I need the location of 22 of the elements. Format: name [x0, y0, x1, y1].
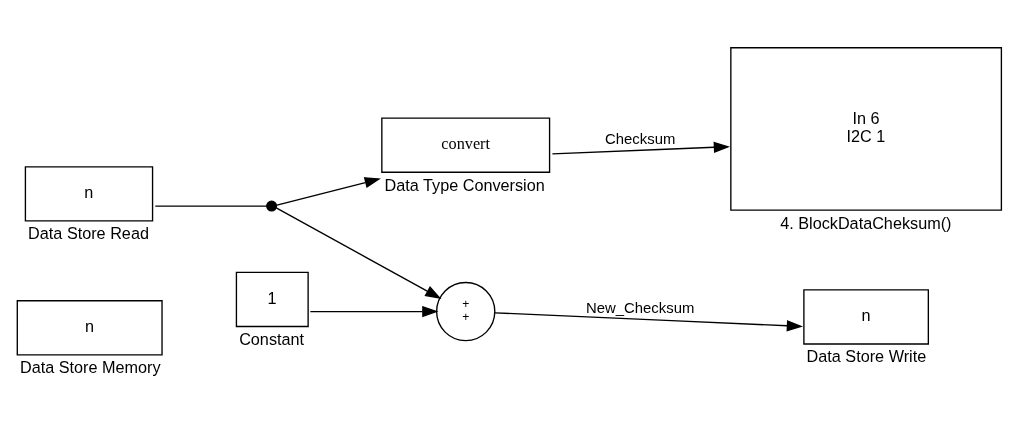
connector	[154, 205, 268, 207]
node-circle: + +	[435, 281, 496, 342]
node-label: Constant	[239, 329, 305, 348]
edge-label: Checksum	[605, 130, 676, 147]
node-box: n	[803, 289, 929, 345]
node-label: Data Store Write	[806, 347, 927, 366]
arrow	[494, 312, 804, 332]
node-label: 4. BlockDataCheksum()	[780, 213, 952, 232]
node-box: convert	[381, 117, 551, 173]
arrow	[275, 207, 442, 299]
node-label: Data Store Read	[28, 224, 149, 243]
arrow	[309, 305, 439, 318]
node-box: 1	[235, 271, 309, 328]
node-dot	[266, 200, 278, 212]
node-box: n	[24, 166, 154, 222]
node-box: In 6 I2C 1	[730, 47, 1003, 211]
node-label: Data Store Memory	[19, 358, 161, 377]
node-label: Data Type Conversion	[384, 175, 545, 194]
edge-label: New_Checksum	[586, 299, 695, 316]
arrow	[551, 141, 730, 155]
arrow	[276, 177, 381, 206]
node-box: n	[16, 300, 163, 356]
